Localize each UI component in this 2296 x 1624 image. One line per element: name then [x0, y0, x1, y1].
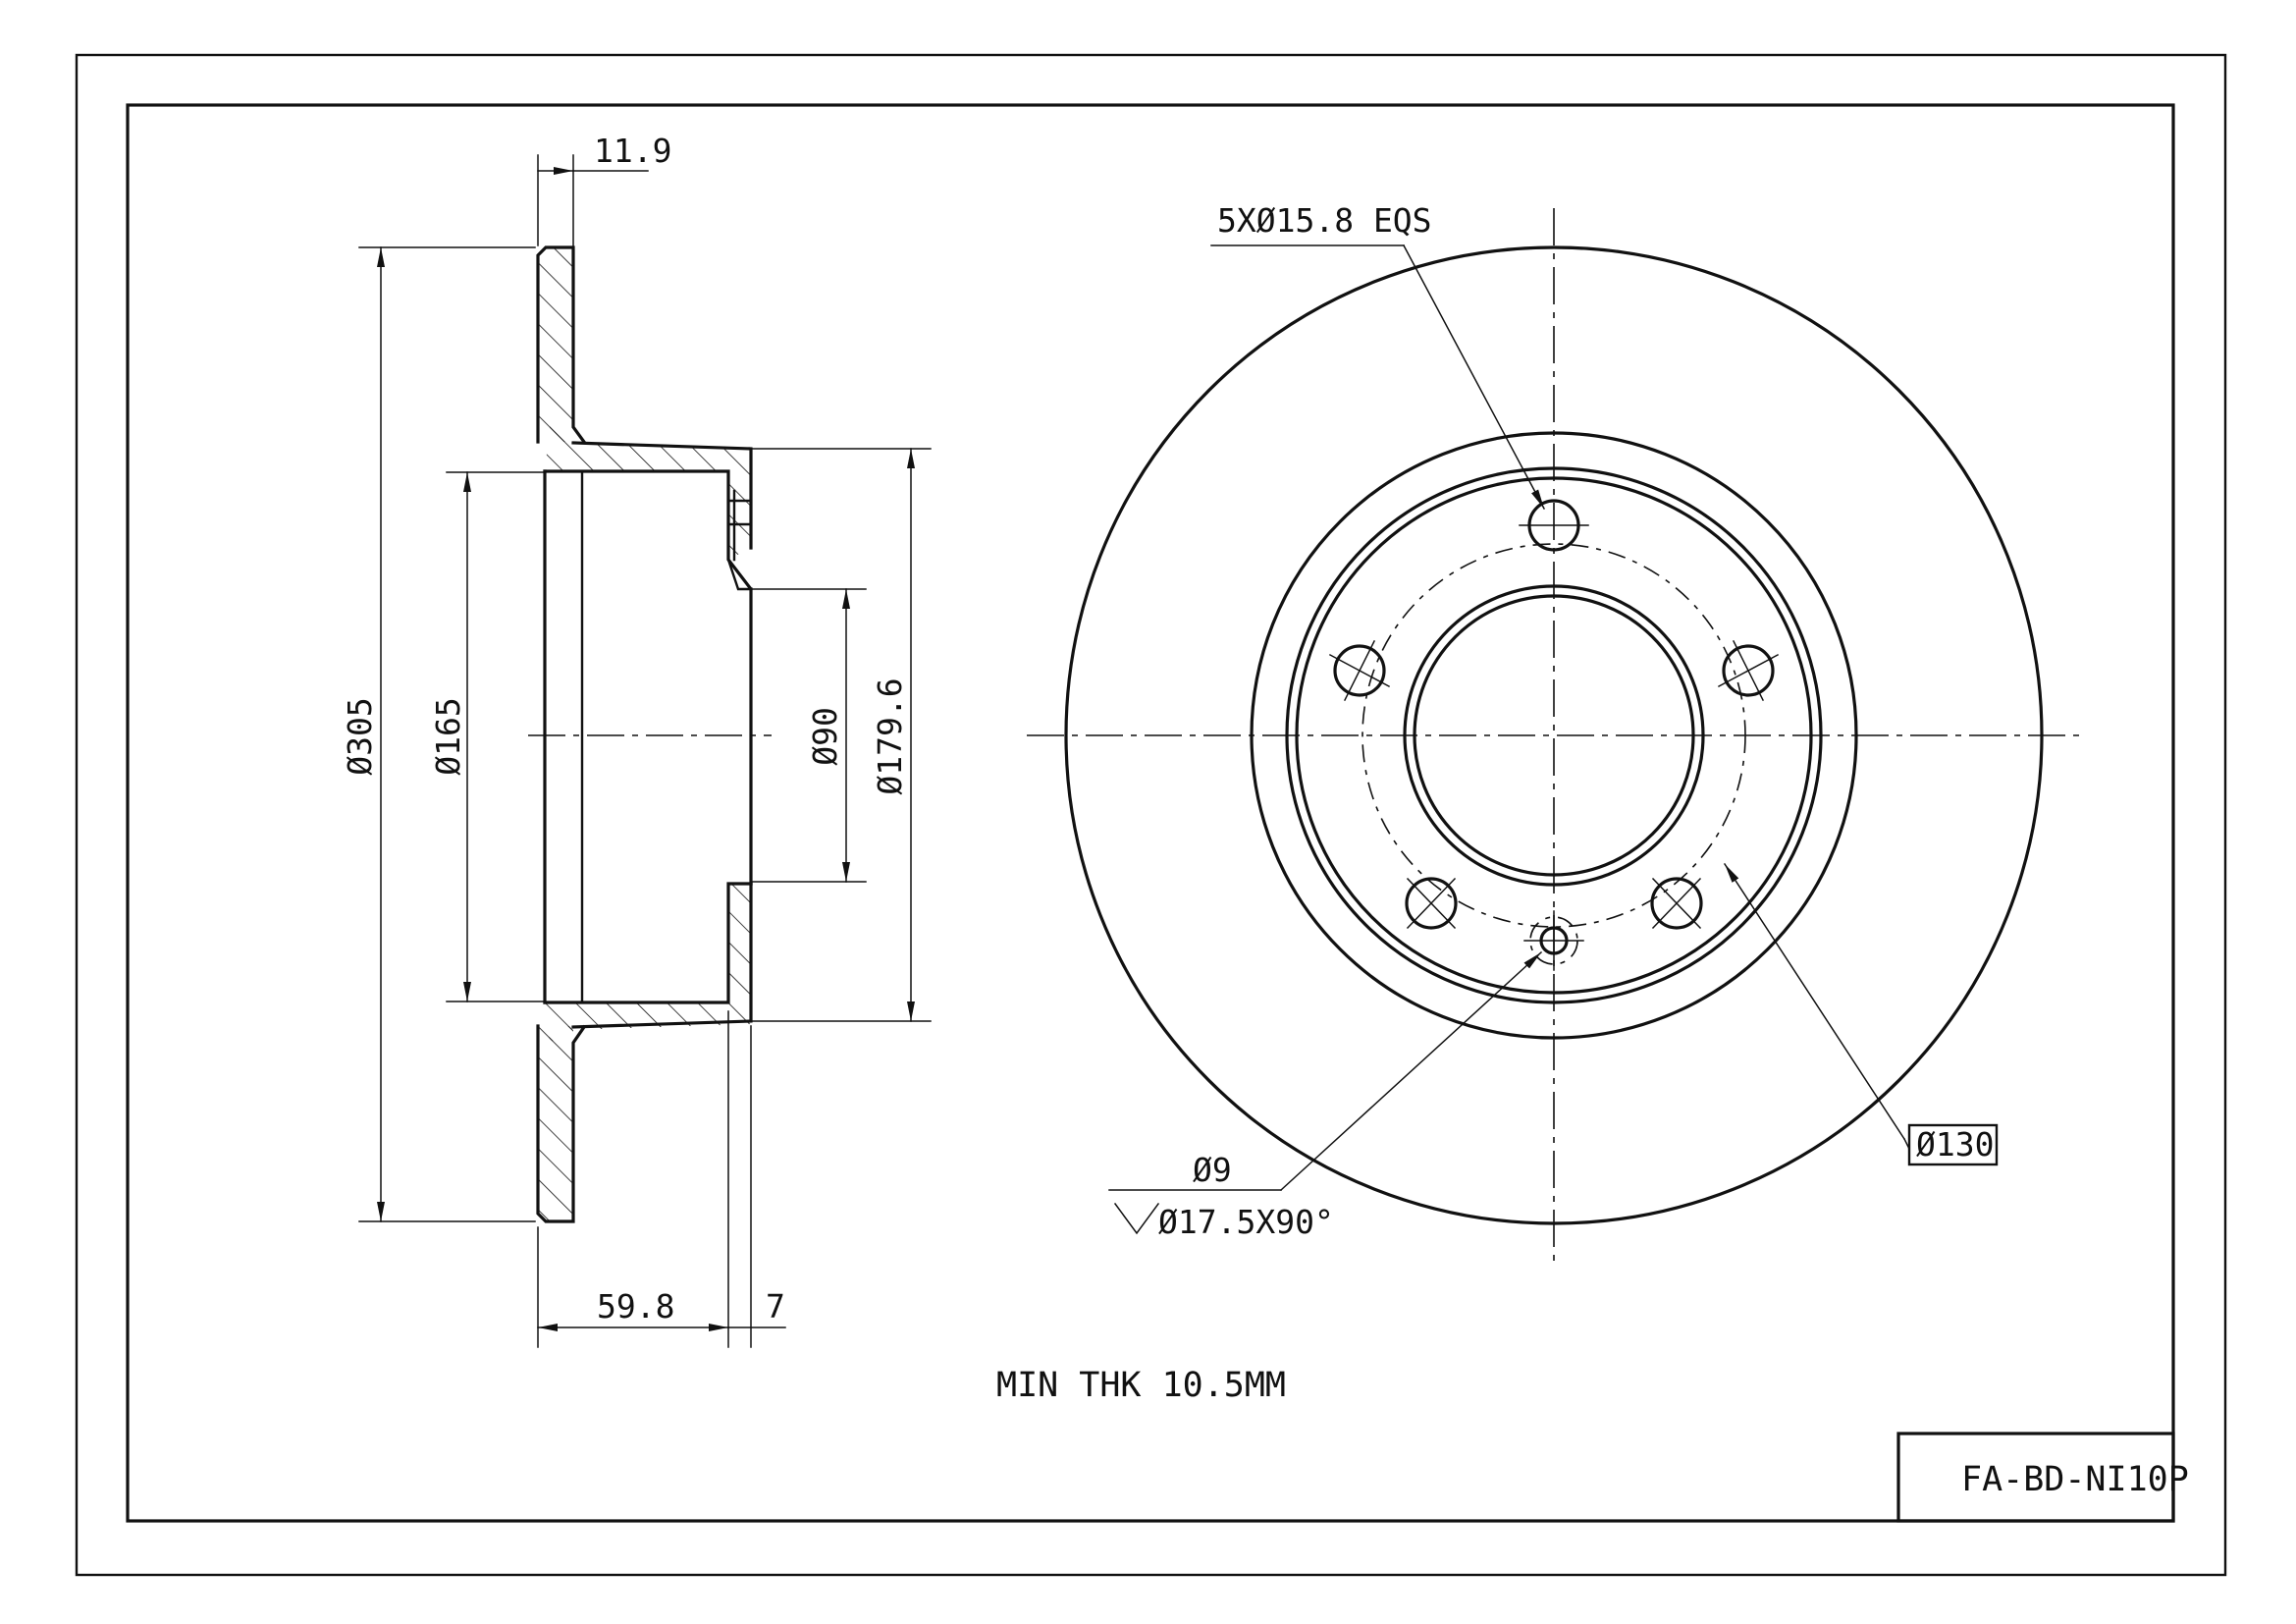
section-view: Ø305 Ø165 Ø90 Ø179.6 11.9 59.8 7 — [341, 132, 932, 1348]
hat-top-section — [545, 426, 751, 471]
disc-diameter-label: Ø305 — [341, 697, 379, 775]
flange-thickness-label: 11.9 — [594, 132, 671, 170]
leader-pitch-circle — [1723, 862, 1906, 1141]
title-block — [1896, 1432, 2175, 1523]
bolt-hole — [1717, 639, 1780, 702]
pin-hole — [1523, 910, 1584, 971]
bolt-hole — [1328, 639, 1391, 702]
hat-height-label: 59.8 — [597, 1287, 674, 1326]
inner-frame — [126, 103, 2175, 1523]
hat-inner-bottom — [543, 882, 753, 1004]
hub-face-thickness-label: 7 — [766, 1287, 785, 1326]
flange-bottom-section — [538, 1026, 573, 1221]
countersink-icon — [1113, 1202, 1160, 1235]
hat-inner-top — [543, 469, 754, 592]
bolt-hole — [1405, 877, 1458, 930]
min-thickness-note: MIN THK 10.5MM — [996, 1366, 1286, 1405]
flange-top-section — [538, 247, 573, 442]
center-bore-label: Ø90 — [806, 707, 844, 766]
outer-frame — [75, 53, 2227, 1577]
flange-outline-top — [536, 245, 587, 445]
countersink-label: Ø17.5X90° — [1158, 1203, 1334, 1241]
part-number: FA-BD-NI10P — [1961, 1460, 2189, 1499]
leader-bolt-holes — [1402, 244, 1546, 511]
bolt-hole — [1519, 499, 1589, 552]
hat-bottom-section — [545, 1002, 751, 1043]
pitch-circle-label: Ø130 — [1916, 1125, 1994, 1164]
front-view: 5XØ15.8 EQS Ø9 Ø17.5X90° Ø130 — [1027, 201, 2079, 1263]
hub-inner-diameter-label: Ø165 — [429, 697, 467, 775]
bolt-holes-label: 5XØ15.8 EQS — [1217, 201, 1432, 240]
hat-outer-diameter-label: Ø179.6 — [871, 677, 909, 794]
pin-hole-label: Ø9 — [1193, 1151, 1232, 1189]
leader-pin-hole — [1279, 950, 1543, 1192]
hub-face-top-section — [728, 469, 751, 560]
bolt-hole — [1650, 877, 1703, 930]
bore-chamfer — [726, 558, 753, 591]
hub-face-bottom-section — [728, 884, 751, 1005]
flange-outline-bottom — [536, 1024, 587, 1223]
pitch-circle-box — [1907, 1123, 1999, 1166]
